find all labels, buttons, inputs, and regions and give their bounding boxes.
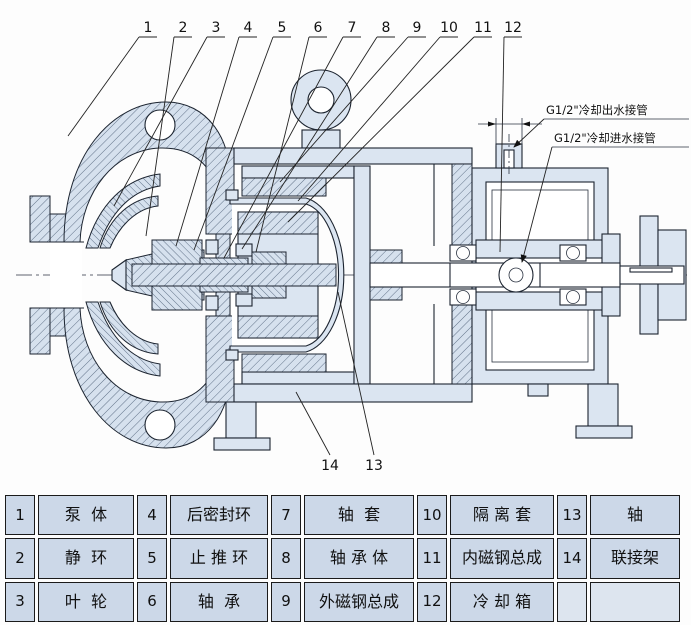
top-callout-numbers: 1 2 3 4 5 6 7 8 9 10 11 12 [144, 20, 522, 36]
part-name: 冷 却 箱 [450, 581, 554, 622]
part-number: 14 [557, 538, 587, 579]
part-name: 后密封环 [170, 495, 268, 536]
callout-3: 3 [212, 20, 221, 36]
callout-7: 7 [348, 20, 357, 36]
callout-9: 9 [413, 20, 422, 36]
pump-cross-section-drawing: .ln{stroke:#1c2430;stroke-width:1.1;fill… [16, 20, 689, 474]
parts-list-table: 1 泵 体 4 后密封环 7 轴 套 10 隔 离 套 13 轴 2 静 环 5… [0, 492, 691, 625]
cooling-inlet-passage [498, 257, 534, 293]
part-name: 轴 套 [304, 495, 414, 536]
connecting-frame [233, 147, 473, 403]
callout-14: 14 [321, 458, 339, 474]
callout-10: 10 [440, 20, 458, 36]
part-name: 轴 [590, 495, 680, 536]
support-feet [213, 383, 633, 451]
part-number: 13 [557, 495, 587, 536]
pump-body-casing [29, 101, 235, 449]
part-number: 6 [137, 581, 167, 622]
callout-5: 5 [278, 20, 287, 36]
part-name: 静 环 [38, 538, 134, 579]
part-name: 内磁钢总成 [450, 538, 554, 579]
part-name: 隔 离 套 [450, 495, 554, 536]
part-number: 7 [271, 495, 301, 536]
part-number: 3 [5, 581, 35, 622]
cooling-annotations: G1/2"冷却出水接管 G1/2"冷却进水接管 [513, 103, 689, 263]
part-number: 9 [271, 581, 301, 622]
part-name: 联接架 [590, 538, 680, 579]
cooling-port-dimension [478, 118, 542, 146]
callout-13: 13 [365, 458, 383, 474]
part-number-empty [557, 581, 587, 622]
part-number: 1 [5, 495, 35, 536]
part-number: 2 [5, 538, 35, 579]
pump-shaft-and-sleeve [131, 243, 337, 307]
callout-4: 4 [244, 20, 253, 36]
top-callout-leaders [67, 36, 522, 259]
bottom-callouts: 14 13 [295, 291, 383, 474]
lifting-eye [290, 69, 352, 149]
part-number: 4 [137, 495, 167, 536]
callout-12: 12 [504, 20, 522, 36]
part-name: 叶 轮 [38, 581, 134, 622]
part-number: 8 [271, 538, 301, 579]
containment-shell [225, 189, 345, 361]
cooling-outlet-label: G1/2"冷却出水接管 [546, 103, 648, 117]
part-name: 泵 体 [38, 495, 134, 536]
part-name: 外磁钢总成 [304, 581, 414, 622]
cooling-inlet-label: G1/2"冷却进水接管 [554, 131, 656, 145]
callout-1: 1 [144, 20, 153, 36]
callout-8: 8 [382, 20, 391, 36]
callout-2: 2 [179, 20, 188, 36]
part-name: 轴 承 [170, 581, 268, 622]
part-name-empty [590, 581, 680, 622]
ball-bearings [449, 244, 587, 306]
callout-6: 6 [314, 20, 323, 36]
part-number: 11 [417, 538, 447, 579]
callout-11: 11 [474, 20, 492, 36]
part-number: 5 [137, 538, 167, 579]
drive-shaft [369, 262, 685, 288]
pump-drawing-svg: .ln{stroke:#1c2430;stroke-width:1.1;fill… [16, 20, 689, 474]
part-number: 10 [417, 495, 447, 536]
part-name: 轴 承 体 [304, 538, 414, 579]
part-name: 止 推 环 [170, 538, 268, 579]
part-number: 12 [417, 581, 447, 622]
